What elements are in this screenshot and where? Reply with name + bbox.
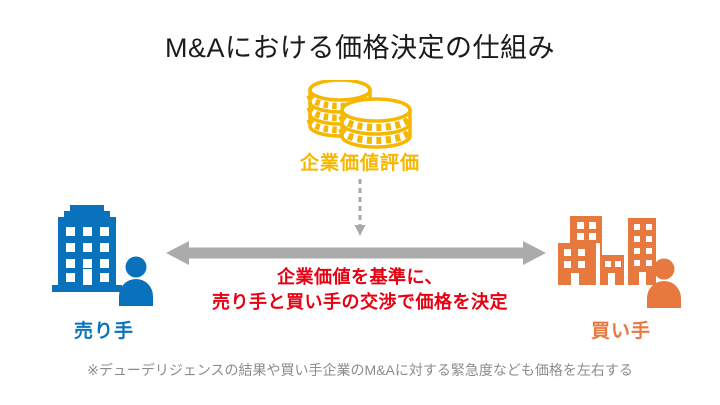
valuation-label: 企業価値評価 <box>299 153 420 174</box>
dashed-down-arrow-icon <box>352 178 368 237</box>
negotiation-text: 企業価値を基準に、 売り手と買い手の交渉で価格を決定 <box>0 265 720 315</box>
footnote: ※デューデリジェンスの結果や買い手企業のM&Aに対する緊急度なども価格を左右する <box>87 362 633 378</box>
page-title: M&Aにおける価格決定の仕組み <box>164 33 555 63</box>
office-building-and-person-icon <box>50 203 158 315</box>
negotiation-line-1: 企業価値を基準に、 <box>277 267 443 287</box>
coin-stack-icon <box>304 78 416 150</box>
building-cluster-and-person-icon <box>556 203 686 315</box>
seller-label: 売り手 <box>73 321 134 342</box>
negotiation-line-2: 売り手と買い手の交渉で価格を決定 <box>212 292 508 312</box>
buyer-label: 買い手 <box>590 321 651 342</box>
double-headed-arrow-icon <box>166 239 546 267</box>
